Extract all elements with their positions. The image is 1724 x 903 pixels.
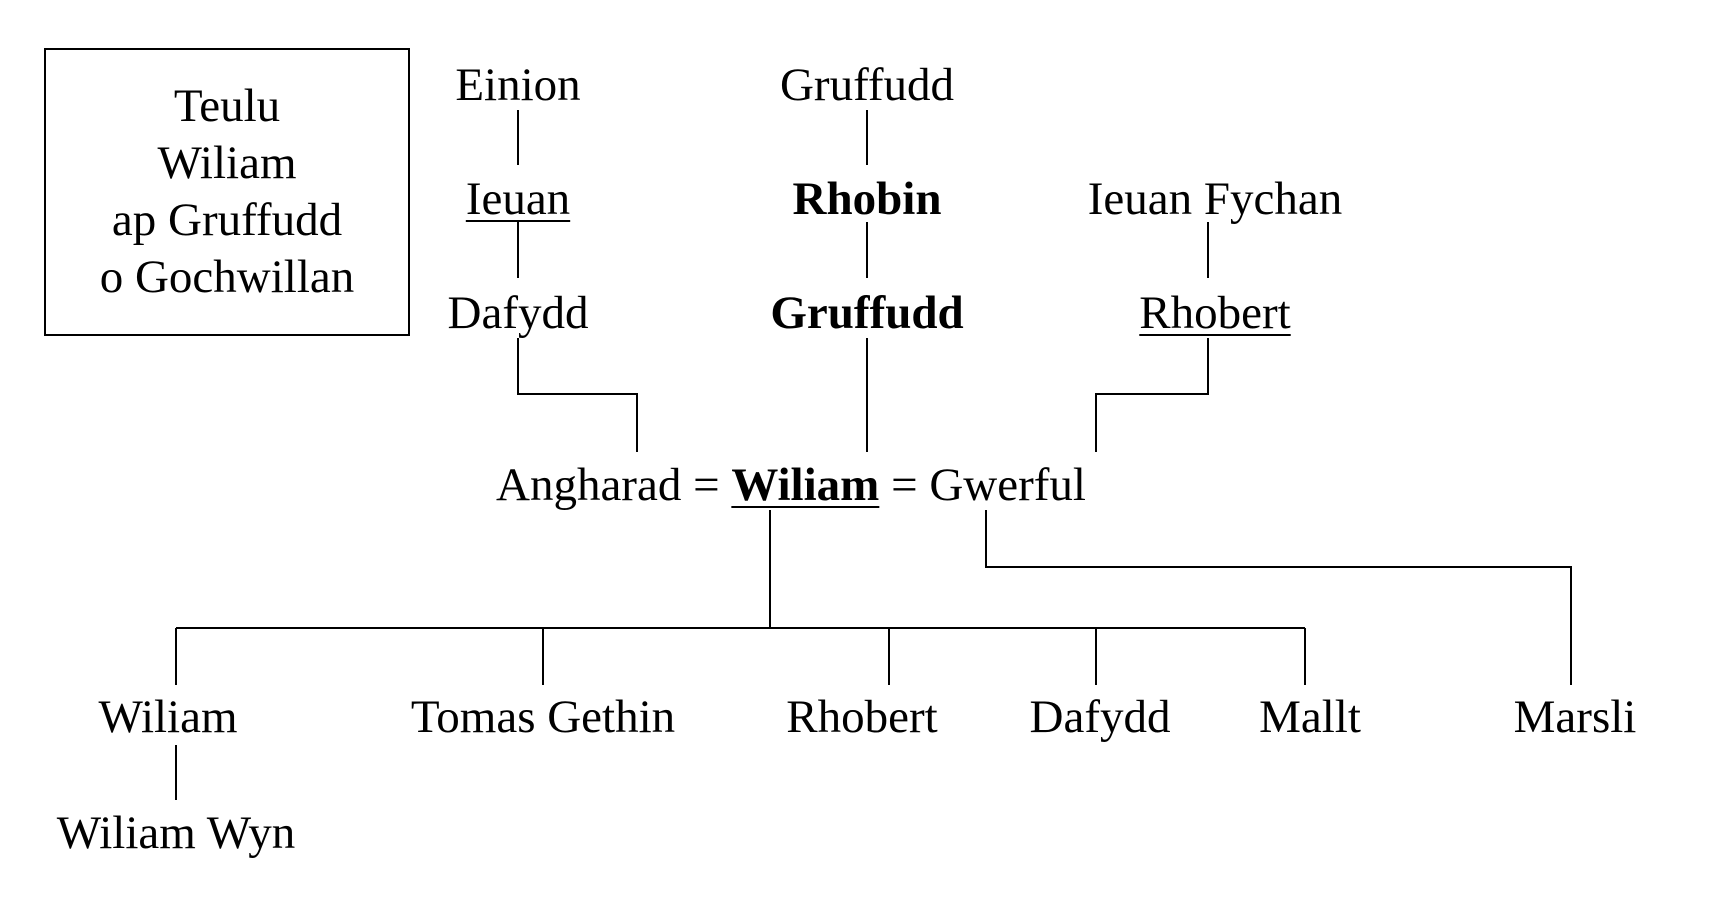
person-ieuan: Ieuan: [465, 173, 571, 225]
connector-rhobert-gwerful: [1095, 338, 1209, 452]
person-rhobin: Rhobin: [792, 173, 942, 225]
child-mallt: Mallt: [1259, 691, 1361, 743]
child-wiliam: Wiliam: [98, 691, 238, 743]
title-line: o Gochwillan: [99, 251, 355, 303]
child-marsli: Marsli: [1513, 691, 1637, 743]
title-line: Teulu: [173, 80, 281, 132]
connector-dafydd-angharad: [517, 338, 638, 452]
person-ieuan-fychan: Ieuan Fychan: [1087, 173, 1343, 225]
child-rhobert: Rhobert: [786, 691, 938, 743]
person-gruffudd-elder: Gruffudd: [779, 59, 955, 111]
person-gwerful: Gwerful: [929, 459, 1086, 511]
title-line: Wiliam: [157, 137, 297, 189]
person-einion: Einion: [455, 59, 581, 111]
marriage-row: Angharad = Wiliam = Gwerful: [496, 462, 1086, 509]
person-dafydd-ancestor: Dafydd: [447, 287, 589, 339]
title-line: ap Gruffudd: [111, 194, 343, 246]
child-tomas-gethin: Tomas Gethin: [410, 691, 676, 743]
person-gruffudd-father: Gruffudd: [770, 287, 964, 339]
title-box: Teulu Wiliam ap Gruffudd o Gochwillan: [44, 48, 410, 336]
person-rhobert-ancestor: Rhobert: [1139, 287, 1291, 339]
grandchild-wiliam-wyn: Wiliam Wyn: [56, 807, 296, 859]
connector-gwerful-marsli: [985, 510, 1572, 685]
child-dafydd: Dafydd: [1029, 691, 1171, 743]
marriage-sign: =: [693, 459, 732, 511]
person-angharad: Angharad: [496, 459, 682, 511]
marriage-sign: =: [891, 459, 930, 511]
person-wiliam-subject: Wiliam: [731, 459, 880, 511]
